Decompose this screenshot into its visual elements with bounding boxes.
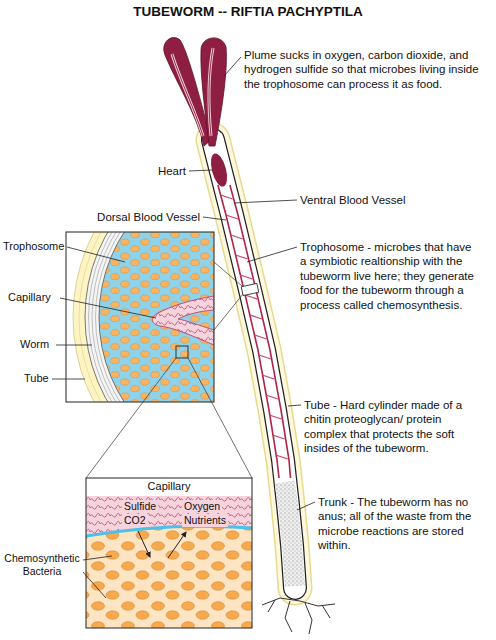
ventral-vessel	[230, 185, 291, 478]
substance-label: Nutrients	[182, 514, 228, 527]
dorsal-vessel	[218, 185, 279, 478]
inset-heading: Capillary	[86, 480, 252, 494]
leader-lines	[52, 57, 315, 598]
inset-label: Chemosynthetic Bacteria	[2, 552, 82, 578]
vessel-rungs	[221, 195, 288, 459]
zoom-lines	[86, 262, 252, 478]
diagram-title: TUBEWORM -- RIFTIA PACHYPTILA	[0, 4, 496, 21]
callout-text: Trophosome - microbes that have a symbio…	[300, 240, 476, 312]
substance-label: CO2	[122, 514, 148, 527]
section-marker	[241, 283, 259, 295]
inset-label: Trophosome	[3, 240, 64, 254]
substance-label: Sulfide	[122, 500, 158, 513]
inset-label: Worm	[20, 338, 49, 352]
inset-label: Capillary	[8, 291, 51, 305]
ground-roots	[262, 598, 335, 634]
part-label: Dorsal Blood Vessel	[97, 210, 200, 224]
capillary-inset	[86, 478, 252, 628]
capillary-branch	[153, 296, 215, 345]
zoom-marker	[176, 346, 188, 358]
part-label: Ventral Blood Vessel	[300, 193, 406, 207]
part-label: Heart	[158, 164, 186, 178]
callout-text: Plume sucks in oxygen, carbon dioxide, a…	[244, 48, 480, 91]
inset-label: Tube	[24, 372, 49, 386]
plume	[164, 38, 227, 146]
callout-text: Trunk - The tubeworm has no anus; all of…	[318, 495, 480, 553]
callout-text: Tube - Hard cylinder made of a chitin pr…	[304, 398, 472, 456]
substance-label: Oxygen	[182, 500, 222, 513]
